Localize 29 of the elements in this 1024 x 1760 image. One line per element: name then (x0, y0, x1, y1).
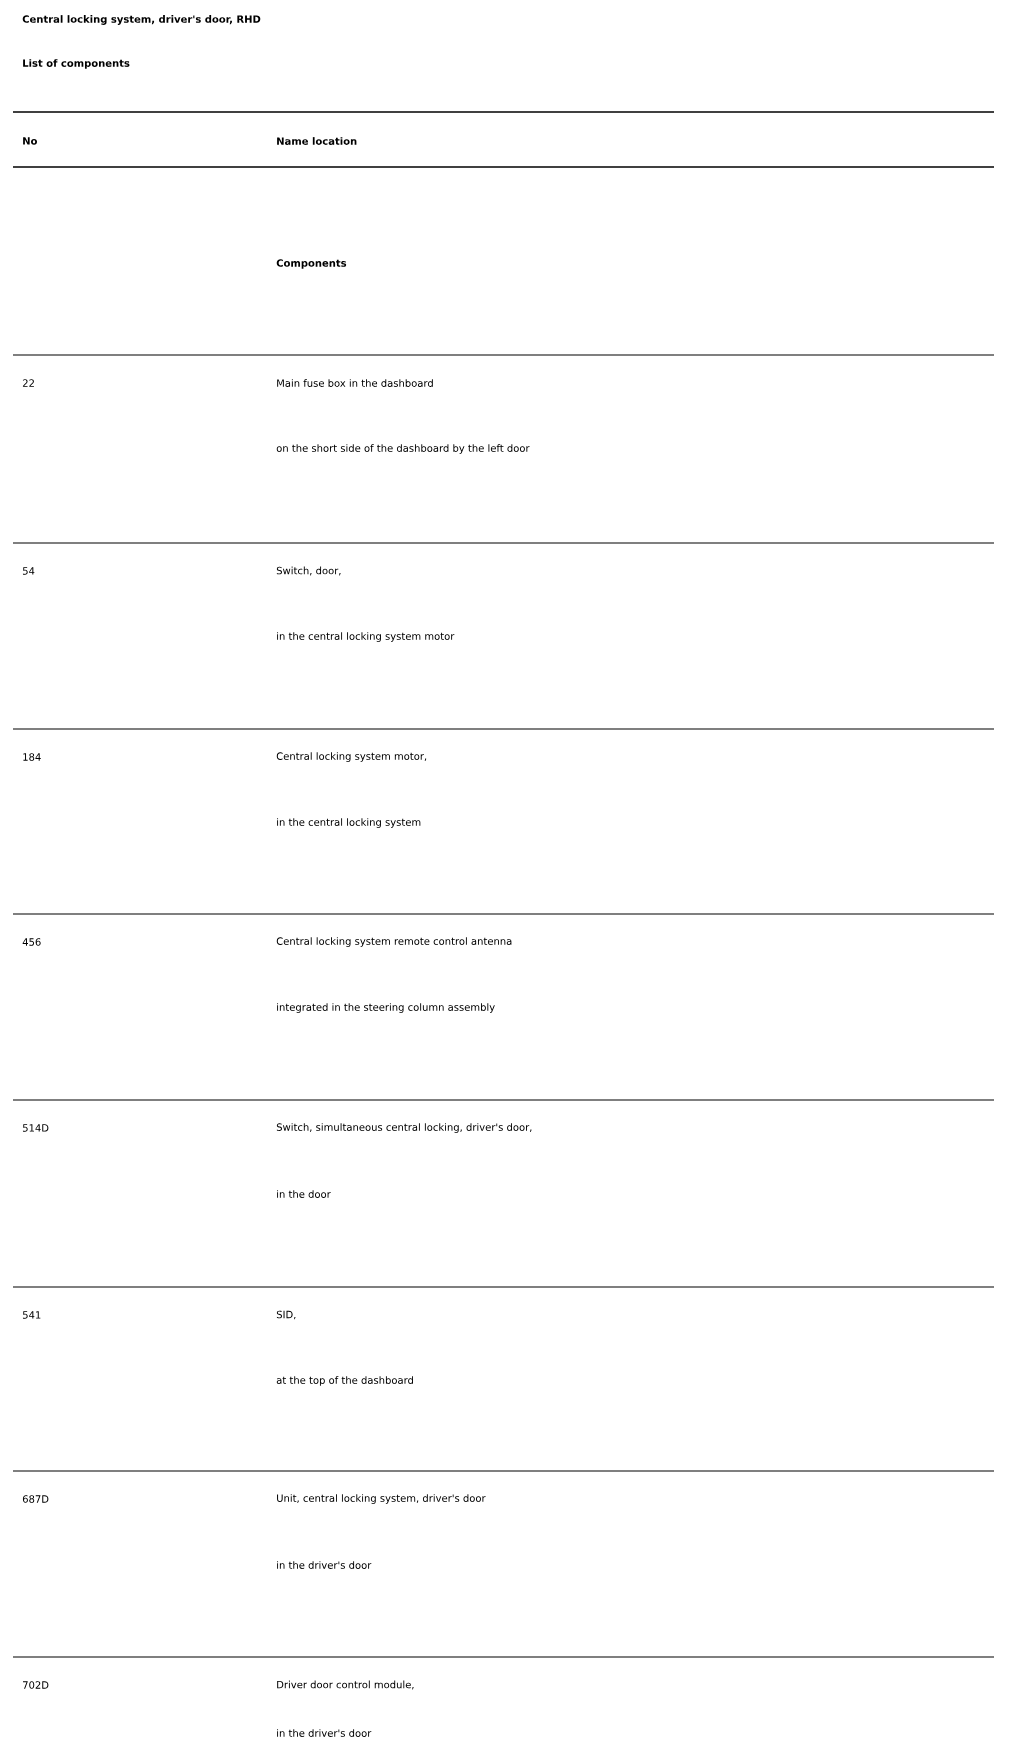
component-name: Main fuse box in the dashboard (277, 379, 433, 387)
component-name: Unit, central locking system, driver's door (277, 1494, 486, 1504)
component-number: 702D (23, 1681, 49, 1689)
component-location: at the top of the dashboard (276, 1376, 413, 1386)
component-location: integrated in the steering column assembly (277, 1003, 495, 1013)
component-location: in the central locking system motor (277, 632, 455, 642)
column-header: No (23, 137, 37, 145)
component-location: in the driver's door (277, 1729, 372, 1737)
component-number: 54 (22, 567, 35, 575)
column-header: Name location (277, 137, 357, 145)
subtitle: List of components (23, 59, 130, 69)
section-heading: Components (276, 259, 347, 269)
component-number: 456 (22, 938, 41, 946)
component-number: 687D (22, 1495, 49, 1503)
component-name: Central locking system remote control antenna (276, 937, 512, 947)
component-number: 541 (22, 1311, 41, 1319)
component-number: 514D (22, 1124, 49, 1132)
component-number: 184 (23, 753, 41, 761)
component-name: Central locking system motor, (276, 752, 427, 762)
component-name: Driver door control module, (277, 1680, 414, 1690)
component-name: Switch, door, (276, 566, 341, 576)
component-name: Switch, simultaneous central locking, driver's door, (276, 1123, 532, 1133)
component-number: 22 (22, 379, 34, 387)
component-location: in the driver's door (277, 1561, 372, 1569)
component-name: SID, (276, 1310, 296, 1320)
component-location: in the central locking system (277, 818, 421, 828)
component-location: on the short side of the dashboard by the left door (276, 444, 530, 454)
title: Central locking system, driver's door, RHD (22, 15, 261, 25)
component-location: in the door (277, 1190, 331, 1198)
